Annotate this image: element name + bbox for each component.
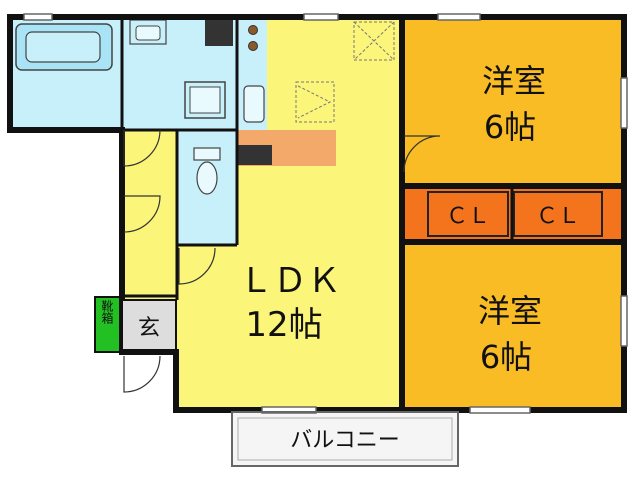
door-swing [123, 195, 161, 233]
western-room-1-size: 6帖 [484, 108, 536, 146]
range-hood-icon [295, 81, 335, 123]
closet-panel-2 [513, 191, 603, 237]
balcony-outline [231, 411, 459, 467]
window [620, 77, 628, 129]
storage-box-icon [205, 18, 233, 46]
window [23, 13, 53, 21]
closet-label-1: ＣＬ [446, 204, 490, 229]
window [437, 13, 481, 21]
stove-burner-icon [248, 41, 258, 51]
western-room-bottom [402, 242, 624, 410]
stove-burner-icon [248, 25, 258, 35]
counter-dark-block [238, 145, 272, 165]
entrance-area [122, 300, 177, 350]
ldk-size: 12帖 [245, 305, 322, 345]
entrance-label: 玄 [138, 316, 160, 341]
western-room-top [402, 18, 624, 184]
toilet-tank-icon [193, 147, 221, 161]
window [620, 295, 628, 347]
ldk-name: ＬＤＫ [239, 261, 341, 301]
shoe-box [95, 297, 120, 352]
door-swing [123, 355, 161, 393]
window [469, 406, 531, 414]
window [303, 13, 339, 21]
door-swing [178, 247, 216, 285]
sink-icon [243, 85, 265, 123]
shoe-box-label: 靴箱 [100, 300, 114, 324]
closet-label-2: ＣＬ [536, 204, 580, 229]
balcony-area [232, 410, 458, 465]
toilet-bowl-icon [196, 161, 218, 195]
balcony-label: バルコニー [290, 428, 400, 453]
closet-panel-1 [427, 191, 509, 237]
western-room-2-size: 6帖 [480, 338, 532, 376]
western-room-1-name: 洋室 [482, 62, 546, 100]
refrigerator-space-icon [353, 21, 395, 61]
ldk-area-lower [175, 245, 240, 410]
door-swing [123, 129, 161, 167]
western-room-2-name: 洋室 [478, 292, 542, 330]
door-swing [403, 135, 441, 173]
